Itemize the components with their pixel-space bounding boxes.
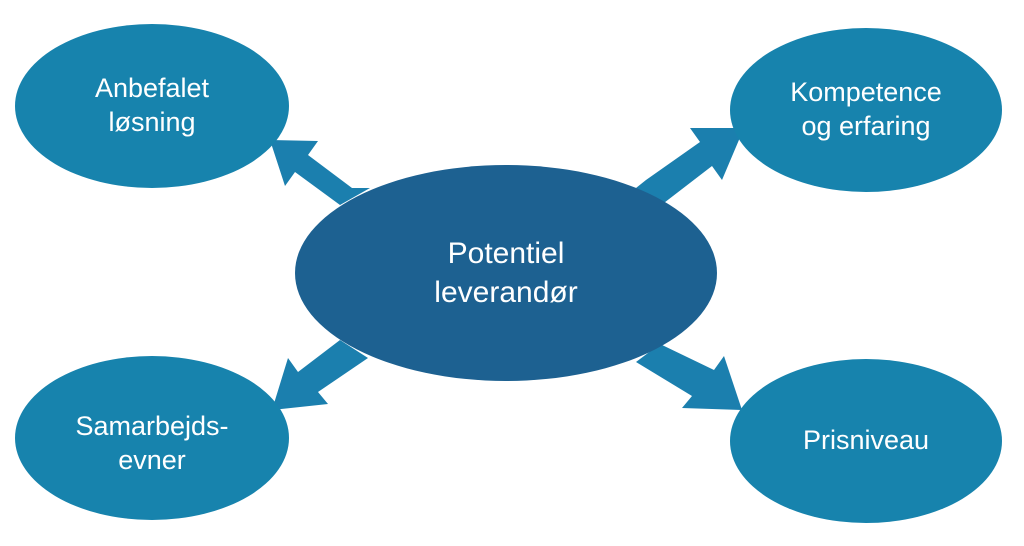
label-kompetence-line2: og erfaring: [801, 111, 931, 141]
arrow-to-anbefalet-losning: [270, 140, 370, 205]
label-prisniveau-line1: Prisniveau: [802, 425, 930, 456]
label-center-line2: leverandør: [434, 276, 578, 309]
label-anbefalet-losning-line1: Anbefalet: [94, 73, 210, 104]
arrow-to-prisniveau: [636, 344, 742, 410]
label-kompetence-line1: Kompetence: [790, 77, 942, 108]
node-samarbejdsevner: [15, 356, 289, 520]
label-anbefalet-losning: Anbefalet løsning: [40, 56, 264, 156]
node-potentiel-leverandor: [295, 165, 717, 381]
node-anbefalet-losning: [15, 24, 289, 188]
arrows-layer: [270, 128, 744, 410]
label-center-line1: Potentiel: [447, 237, 565, 270]
arrow-to-samarbejdsevner: [272, 340, 368, 410]
label-anbefalet-losning-line2: løsning: [108, 107, 196, 137]
label-potentiel-leverandor: Potentiel leverandør: [340, 218, 672, 328]
node-kompetence-og-erfaring: [730, 28, 1002, 192]
node-prisniveau: [730, 359, 1002, 523]
label-samarbejdsevner-line2: evner: [118, 445, 186, 475]
label-prisniveau: Prisniveau: [752, 391, 980, 491]
label-samarbejdsevner: Samarbejds- evner: [40, 394, 264, 494]
label-samarbejdsevner-line1: Samarbejds-: [75, 411, 229, 442]
label-kompetence-og-erfaring: Kompetence og erfaring: [752, 60, 980, 160]
arrow-to-kompetence: [636, 128, 744, 206]
